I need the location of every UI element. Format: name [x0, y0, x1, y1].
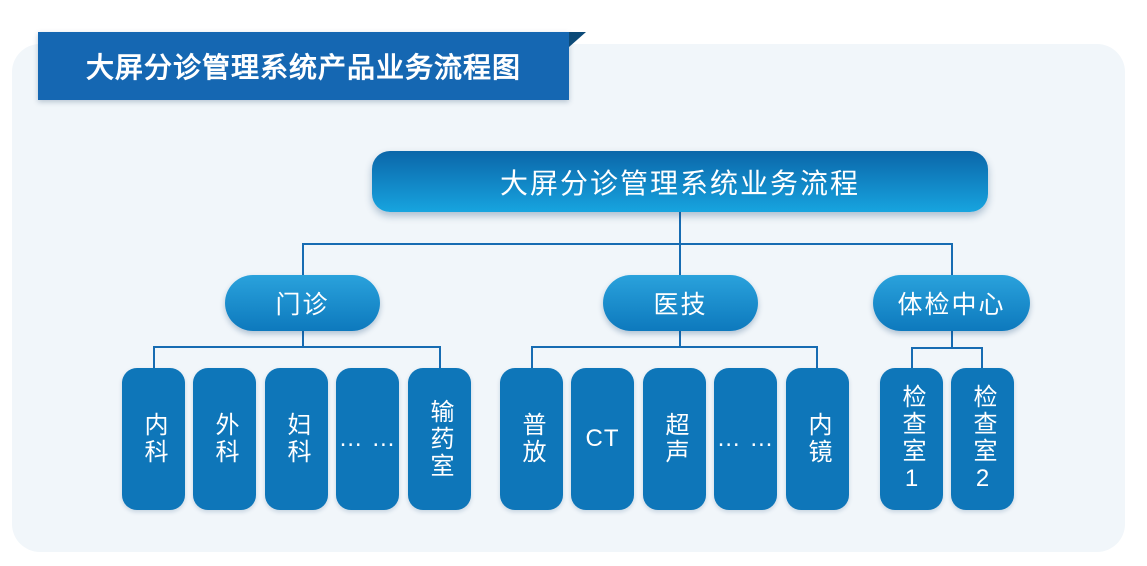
leaf-endoscopy: 内镜 — [786, 368, 849, 510]
root-node: 大屏分诊管理系统业务流程 — [372, 151, 988, 212]
leaf-label: 检查室2 — [969, 383, 996, 495]
leaf-label: 外科 — [211, 412, 238, 466]
leaf-ultrasound: 超声 — [643, 368, 706, 510]
connector-outpatient-horizontal — [153, 346, 440, 348]
branch-exam-center: 体检中心 — [873, 275, 1030, 331]
leaf-exam-room-2: 检查室2 — [951, 368, 1014, 510]
connector-examcenter-horizontal — [911, 347, 983, 349]
connector-examcenter-drop-right — [981, 347, 983, 368]
branch-medical-tech: 医技 — [603, 275, 758, 331]
leaf-label: 妇科 — [283, 412, 310, 466]
leaf-label: 超声 — [661, 412, 688, 466]
leaf-label: 检查室1 — [898, 383, 925, 495]
leaf-radiology: 普放 — [500, 368, 563, 510]
connector-medtech-drop-left — [531, 346, 533, 368]
page-title: 大屏分诊管理系统产品业务流程图 — [38, 32, 569, 100]
leaf-label: 内科 — [140, 412, 167, 466]
leaf-internal-medicine: 内科 — [122, 368, 185, 510]
leaf-ct: CT — [571, 368, 634, 510]
leaf-label: 内镜 — [804, 412, 831, 466]
connector-medtech-drop-right — [816, 346, 818, 368]
leaf-label: … … — [338, 425, 397, 452]
leaf-ellipsis-medtech: … … — [714, 368, 777, 510]
connector-medtech-horizontal — [531, 346, 818, 348]
connector-level1-horizontal — [302, 243, 952, 245]
leaf-label: CT — [585, 425, 620, 452]
leaf-exam-room-1: 检查室1 — [880, 368, 943, 510]
leaf-surgery: 外科 — [193, 368, 256, 510]
connector-outpatient-drop-right — [439, 346, 441, 368]
leaf-label: … … — [716, 425, 775, 452]
connector-drop-examcenter — [951, 243, 953, 275]
leaf-label: 普放 — [518, 412, 545, 466]
connector-examcenter-drop-left — [911, 347, 913, 368]
leaf-ellipsis-outpatient: … … — [336, 368, 399, 510]
leaf-label: 输药室 — [426, 398, 453, 480]
connector-drop-outpatient — [302, 243, 304, 275]
connector-examcenter-stem — [951, 331, 953, 348]
ribbon-fold-icon — [569, 32, 586, 47]
connector-outpatient-stem — [302, 331, 304, 347]
connector-medtech-stem — [679, 331, 681, 347]
connector-outpatient-drop-left — [153, 346, 155, 368]
leaf-gynecology: 妇科 — [265, 368, 328, 510]
leaf-dispensary: 输药室 — [408, 368, 471, 510]
branch-outpatient: 门诊 — [225, 275, 380, 331]
